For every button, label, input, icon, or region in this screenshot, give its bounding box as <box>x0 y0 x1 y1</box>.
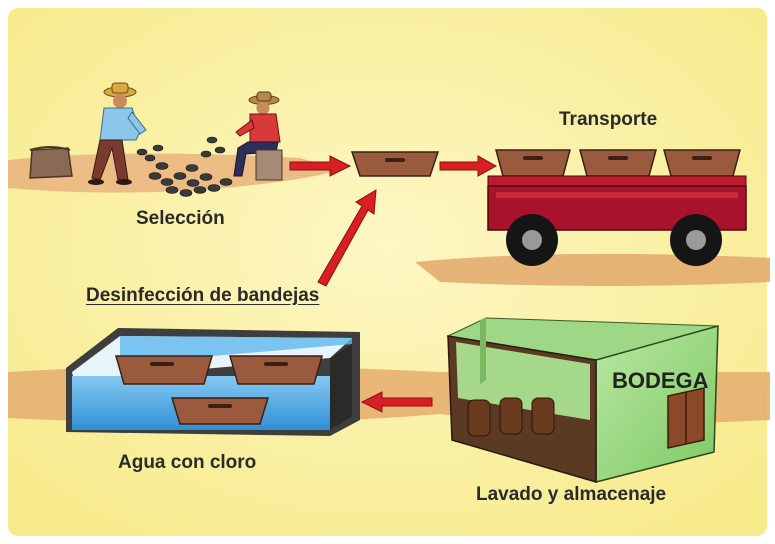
door-icon <box>667 387 705 449</box>
barrel-icon <box>531 397 555 435</box>
label-seleccion: Selección <box>136 208 225 229</box>
label-lavado-almacenaje: Lavado y almacenaje <box>476 484 667 505</box>
tray-icon <box>350 151 440 177</box>
farmer-sitting-icon <box>233 91 283 181</box>
arrow-icon <box>317 189 377 287</box>
arrow-icon <box>439 155 498 177</box>
tank-icon <box>66 328 360 436</box>
barrel-icon <box>467 399 491 437</box>
ground-trailer-shadow <box>415 253 770 286</box>
warehouse-icon <box>446 317 719 483</box>
trailer-icon <box>487 149 747 266</box>
label-agua-con-cloro: Agua con cloro <box>118 452 257 473</box>
label-transporte: Transporte <box>559 109 658 130</box>
arrow-icon <box>289 155 352 177</box>
beans-icon <box>136 136 233 197</box>
warehouse-sign: BODEGA <box>612 368 709 393</box>
farmer-standing-icon <box>88 82 147 185</box>
label-desinfeccion: Desinfección de bandejas <box>86 285 320 306</box>
barrel-icon <box>499 397 523 435</box>
sack-icon <box>29 146 73 179</box>
arrow-icon <box>360 391 433 413</box>
